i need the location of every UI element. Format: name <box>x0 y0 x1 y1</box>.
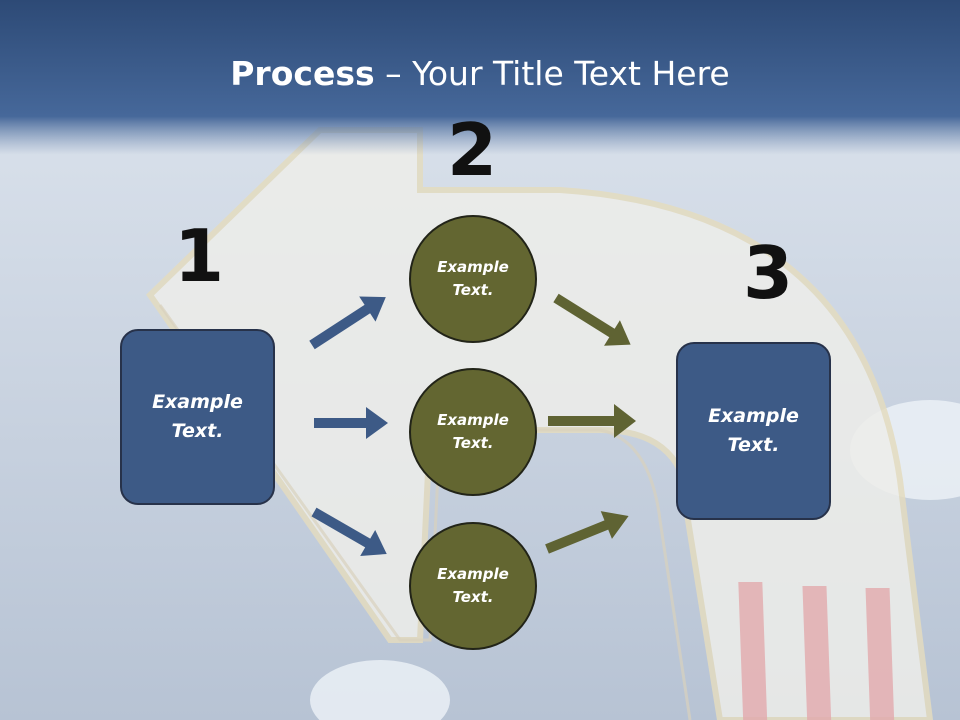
arrow-left-to-middle <box>314 407 388 439</box>
left-box-text: Example Text. <box>152 391 243 442</box>
title-rest: – Your Title Text Here <box>374 54 730 93</box>
page-title: Process – Your Title Text Here <box>0 52 960 96</box>
arrow-bottom-to-right <box>545 511 629 554</box>
step-number-1: 1 <box>173 214 225 298</box>
step-number-2: 2 <box>446 108 498 192</box>
circle-bottom-text: Example Text. <box>437 565 509 606</box>
title-bold: Process <box>230 54 375 93</box>
circle-bottom: Example Text. <box>409 522 537 650</box>
right-box-text: Example Text. <box>708 405 799 456</box>
arrow-top-to-right <box>553 293 631 346</box>
step-number-3: 3 <box>742 231 794 315</box>
arrow-sign-shape <box>146 127 934 720</box>
circle-middle-text: Example Text. <box>437 411 509 452</box>
arrow-left-to-top <box>309 296 386 350</box>
arrow-middle-to-right <box>548 404 636 438</box>
arrow-left-to-bottom <box>311 507 387 556</box>
circle-middle: Example Text. <box>409 368 537 496</box>
circle-top-text: Example Text. <box>437 258 509 299</box>
left-box: Example Text. <box>120 329 275 505</box>
right-box: Example Text. <box>676 342 831 520</box>
circle-top: Example Text. <box>409 215 537 343</box>
